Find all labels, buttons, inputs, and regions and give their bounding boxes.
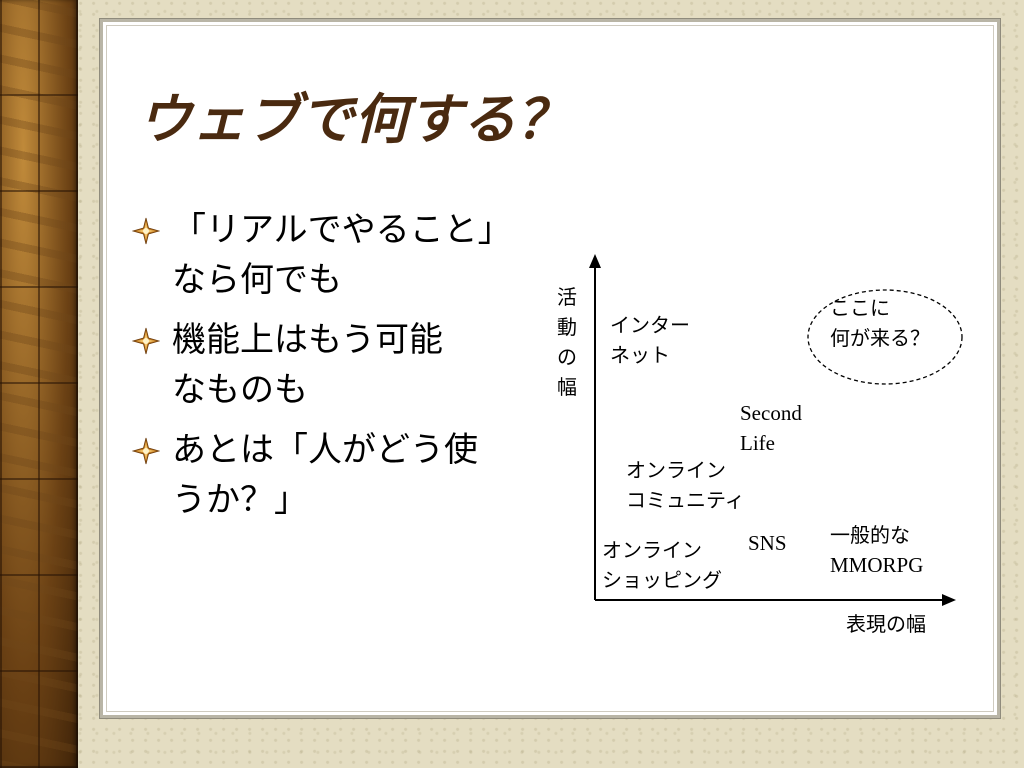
wood-texture-strip [0, 0, 78, 768]
x-axis-arrow-icon [942, 594, 956, 606]
label-online-shopping: オンライン ショッピング [602, 535, 722, 595]
slide-title: ウェブで何する？ [138, 87, 570, 151]
starburst-bullet-icon [132, 327, 160, 355]
label-line: 一般的な [830, 523, 910, 547]
y-axis-char: 活 [557, 285, 577, 309]
label-line: インター [610, 313, 690, 337]
y-axis-char: の [557, 345, 577, 369]
label-line: Second [740, 401, 802, 425]
diagram-axes [589, 254, 963, 606]
bullet-item: あとは「人がどう使 うか？」 [130, 425, 550, 525]
y-axis-label: 活 動 の 幅 [555, 282, 579, 402]
bullet-item: 機能上はもう可能 なものも [130, 315, 550, 415]
label-mmorpg: 一般的な MMORPG [830, 520, 923, 580]
label-second-life: Second Life [740, 398, 802, 458]
label-line: ここに [830, 296, 890, 320]
label-line: コミュニティ [626, 488, 745, 512]
label-line: ネット [610, 343, 670, 367]
y-axis-char: 幅 [557, 375, 577, 399]
bullet-line: なものも [172, 370, 308, 410]
label-line: ショッピング [602, 568, 722, 592]
label-line: オンライン [626, 458, 726, 482]
starburst-bullet-icon [132, 437, 160, 465]
label-line: Life [740, 431, 775, 455]
label-line: オンライン [602, 538, 702, 562]
bullet-line: うか？」 [172, 480, 308, 520]
bullet-item: 「リアルでやること」 なら何でも [130, 205, 550, 305]
label-sns: SNS [748, 531, 787, 555]
bullet-line: 「リアルでやること」 [172, 210, 512, 250]
activity-expression-diagram: 活 動 の 幅 表現の幅 インター ネット ここに 何が来る？ Second L… [540, 250, 980, 650]
starburst-bullet-icon [132, 217, 160, 245]
bullet-list: 「リアルでやること」 なら何でも 機能上はもう可能 なものも あとは「人がどう使… [130, 205, 550, 535]
bullet-line: 機能上はもう可能 [172, 320, 443, 360]
label-line: MMORPG [830, 553, 924, 577]
y-axis-arrow-icon [589, 254, 601, 268]
bullet-line: なら何でも [172, 260, 342, 300]
y-axis-char: 動 [557, 315, 577, 339]
label-internet: インター ネット [610, 310, 690, 370]
slide-panel [100, 19, 1000, 718]
label-question: ここに 何が来る？ [830, 293, 930, 353]
dashed-ellipse [807, 289, 963, 385]
label-line: 何が来る？ [830, 326, 930, 350]
bullet-line: あとは「人がどう使 [172, 430, 478, 470]
label-online-community: オンライン コミュニティ [626, 455, 745, 515]
x-axis-label: 表現の幅 [846, 612, 926, 636]
